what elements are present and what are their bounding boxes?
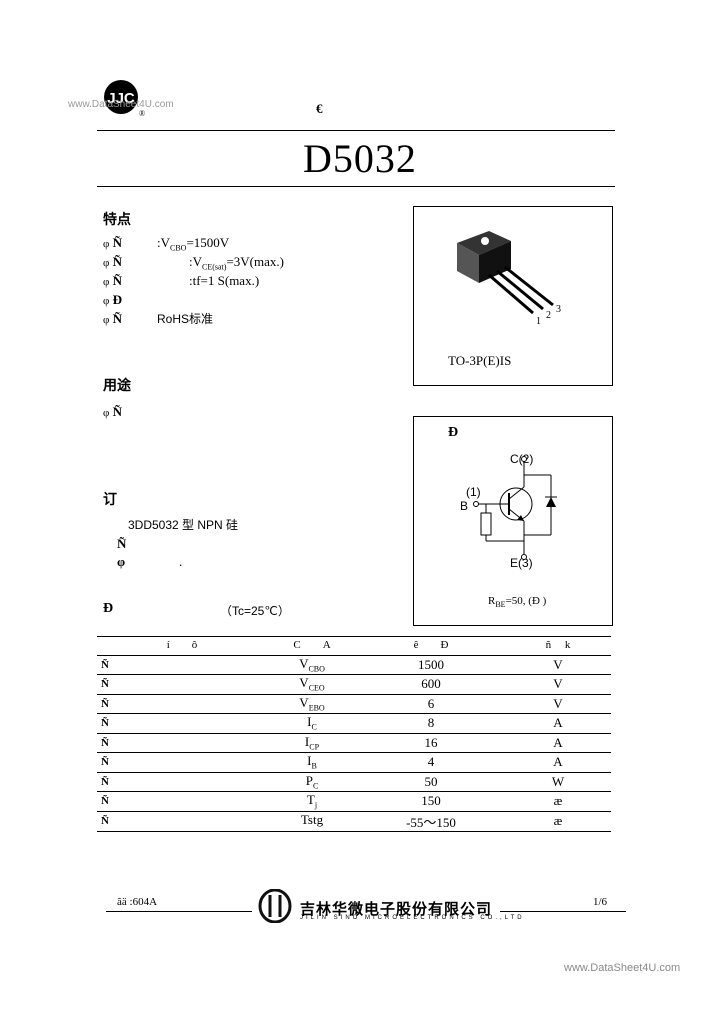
param-value: 16 xyxy=(357,733,505,753)
param-value: 1500 xyxy=(357,655,505,675)
ratings-condition: （Tc=25℃） xyxy=(220,604,290,618)
param-unit: æ xyxy=(505,811,611,832)
param-value: -55～150 xyxy=(357,811,505,832)
param-value: 6 xyxy=(357,694,505,714)
param-value: 8 xyxy=(357,713,505,734)
param-name: Ñ xyxy=(97,713,267,734)
feature-item: φ Ñ :tf=1 S(max.) xyxy=(103,273,260,288)
col-header-value: ê Ð xyxy=(357,636,505,656)
param-unit: æ xyxy=(505,791,611,812)
col-header-unit: ñ k xyxy=(505,636,611,656)
registered-mark: ® xyxy=(139,109,146,118)
application-heading: 用途 xyxy=(103,379,131,394)
col-header-symbol: C A xyxy=(267,636,357,656)
feature-item: φ Ð xyxy=(103,292,122,307)
param-symbol: Tstg xyxy=(267,811,357,832)
param-symbol: ICP xyxy=(267,733,357,753)
company-logo: JJC xyxy=(104,80,138,114)
ordering-line-1: 3DD5032 型 NPN 硅 xyxy=(128,518,239,532)
pin-label: 3 xyxy=(556,304,561,315)
param-unit: W xyxy=(505,772,611,792)
param-unit: A xyxy=(505,713,611,734)
pin-label: 1 xyxy=(536,316,541,327)
param-value: 50 xyxy=(357,772,505,792)
param-name: Ñ xyxy=(97,752,267,773)
param-value: 4 xyxy=(357,752,505,773)
package-label: TO-3P(E)IS xyxy=(448,353,512,368)
package-drawing xyxy=(457,231,554,315)
circuit-heading: Ð xyxy=(448,425,459,440)
param-name: Ñ xyxy=(97,655,267,675)
param-unit: A xyxy=(505,733,611,753)
pin-b-number: (1) xyxy=(466,485,481,499)
application-item: φ Ñ xyxy=(103,404,122,419)
table-header-row: í ô C A ê Ð ñ k xyxy=(97,636,611,656)
param-unit: V xyxy=(505,694,611,714)
param-unit: A xyxy=(505,752,611,773)
ratings-heading: Ð xyxy=(103,601,114,616)
param-name: Ñ xyxy=(97,772,267,792)
pin-e-label: E(3) xyxy=(510,556,533,570)
rbe-note: RBE=50, (Ð ) xyxy=(488,595,547,610)
header-rule-top xyxy=(97,130,615,131)
param-value: 150 xyxy=(357,791,505,812)
footer-doc-code: ãä :604A xyxy=(117,896,158,908)
footer-rule-right xyxy=(500,911,626,912)
feature-item: φ Ñ RoHS标准 xyxy=(103,311,214,326)
part-number-title: D5032 xyxy=(303,136,417,181)
param-name: Ñ xyxy=(97,674,267,695)
company-name-cn: 吉林华微电子股份有限公司 xyxy=(300,901,493,918)
package-box: 1 2 3 TO-3P(E)IS xyxy=(413,206,613,386)
header-mark: € xyxy=(316,101,323,116)
company-name-en: JILIN SINO MICROELECTRONICS CO.,LTD xyxy=(300,915,525,921)
param-symbol: Tj xyxy=(267,791,357,812)
circuit-schematic xyxy=(473,456,557,560)
ordering-heading: 订 xyxy=(103,493,117,508)
svg-text:JJC: JJC xyxy=(107,90,135,107)
param-value: 600 xyxy=(357,674,505,695)
param-name: Ñ xyxy=(97,811,267,832)
pin-b-label: B xyxy=(460,499,469,513)
pin-label: 2 xyxy=(546,310,551,321)
param-unit: V xyxy=(505,655,611,675)
watermark-top[interactable]: www.DataSheet4U.com xyxy=(68,99,174,110)
watermark-bottom[interactable]: www.DataSheet4U.com xyxy=(564,962,681,974)
param-name: Ñ xyxy=(97,733,267,753)
param-symbol: IC xyxy=(267,713,357,734)
param-unit: V xyxy=(505,674,611,695)
param-symbol: PC xyxy=(267,772,357,792)
param-name: Ñ xyxy=(97,694,267,714)
ordering-line-3: φ. xyxy=(117,554,183,569)
footer-rule-left xyxy=(106,911,252,912)
circuit-box: Ð C(2) (1) B E(3) RBE=50, (Ð ) xyxy=(413,416,613,626)
col-header-name: í ô xyxy=(97,636,267,656)
header-rule-bottom xyxy=(97,186,615,187)
feature-item: φ Ñ :VCBO=1500V xyxy=(103,235,230,253)
param-symbol: VCBO xyxy=(267,655,357,675)
feature-item: φ Ñ :VCE(sat)=3V(max.) xyxy=(103,254,284,272)
ordering-line-2: Ñ xyxy=(117,536,127,551)
param-symbol: VEBO xyxy=(267,694,357,714)
features-heading: 特点 xyxy=(103,213,131,228)
param-symbol: IB xyxy=(267,752,357,773)
param-symbol: VCEO xyxy=(267,674,357,695)
page-number: 1/6 xyxy=(593,896,608,908)
param-name: Ñ xyxy=(97,791,267,812)
company-emblem-icon xyxy=(258,889,292,923)
